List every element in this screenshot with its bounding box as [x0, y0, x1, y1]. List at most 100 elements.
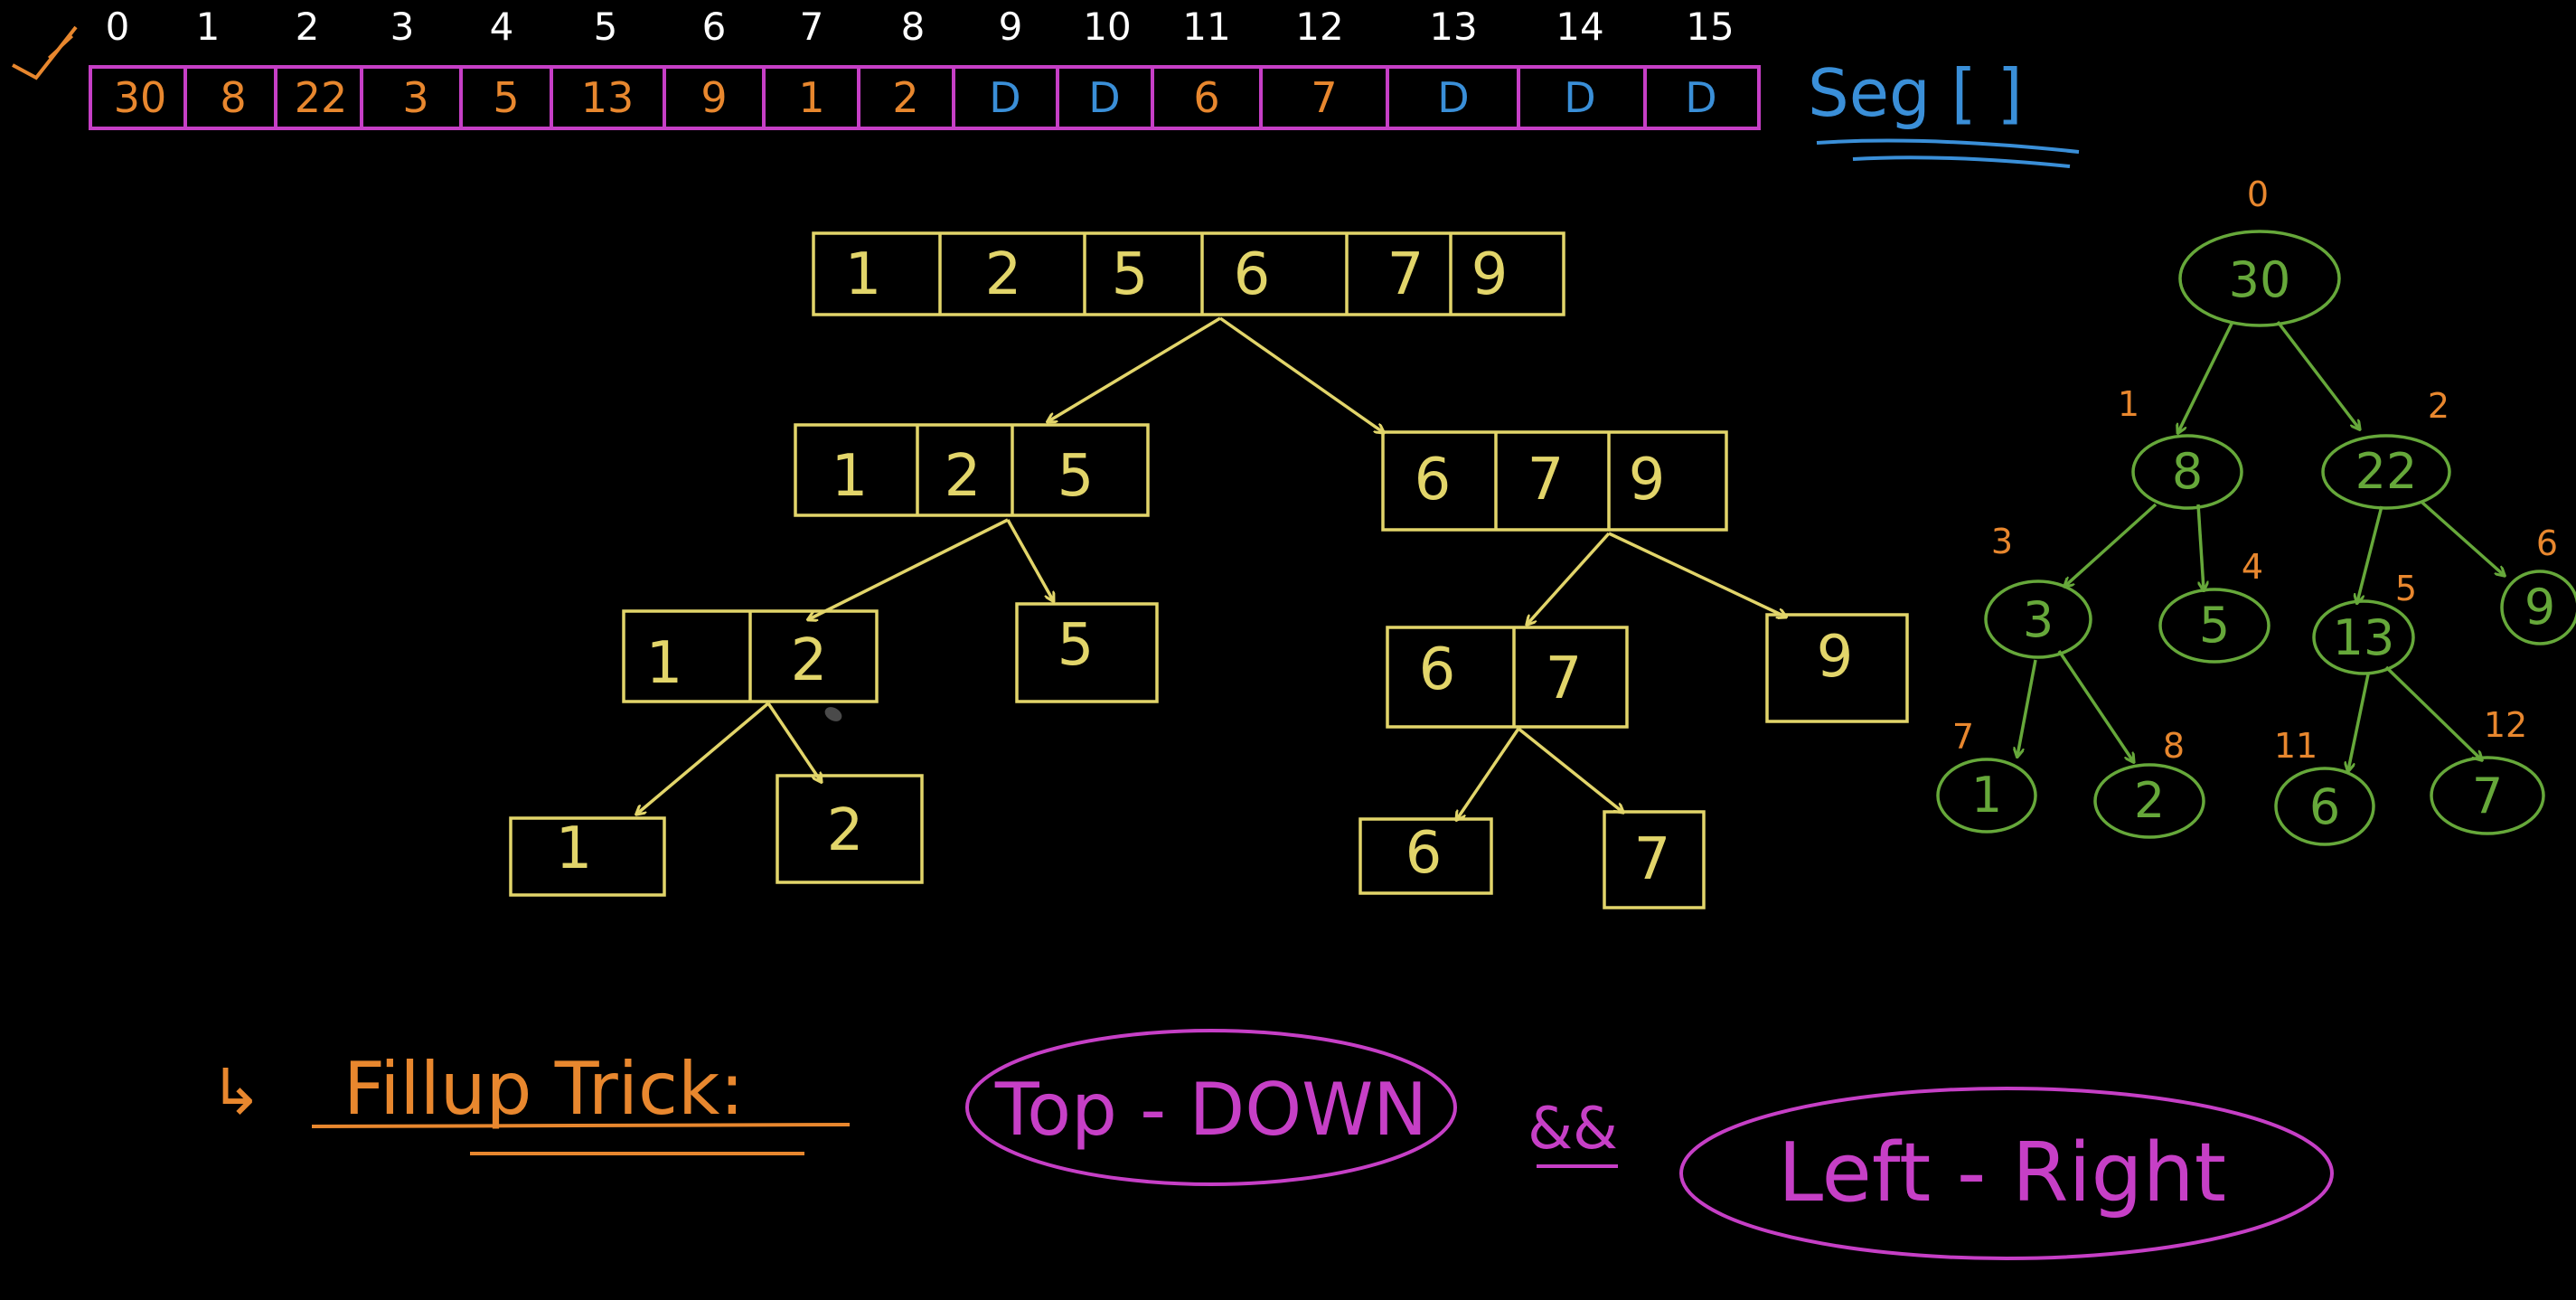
level2-element: 5 [1058, 612, 1095, 679]
node-value: 1 [1971, 767, 2002, 824]
array-cell-dummy: D [1564, 73, 1595, 122]
array-cell: 3 [402, 73, 428, 122]
caption-label: Fillup Trick: [343, 1047, 744, 1131]
segment-tree-nodes [1936, 230, 2576, 846]
level2-element: 1 [646, 630, 683, 697]
tree-node [1984, 579, 2092, 659]
array-index: 10 [1083, 5, 1131, 49]
split-tree-labels: 1 2 5 6 7 9 1 2 5 6 7 9 1 2 5 6 7 9 1 2 … [556, 241, 1854, 893]
level2-element: 6 [1419, 636, 1456, 703]
array-cell: 22 [295, 73, 348, 122]
tree-node [2158, 588, 2270, 664]
level1-element: 6 [1415, 447, 1452, 513]
level3-element: 6 [1406, 820, 1443, 887]
array-cell: 5 [493, 73, 519, 122]
level1-element: 7 [1528, 447, 1565, 513]
tree-node [2274, 767, 2375, 846]
level1-element: 9 [1629, 447, 1666, 513]
root-element: 1 [845, 241, 882, 308]
array-cell: 8 [220, 73, 246, 122]
array-index: 15 [1686, 5, 1734, 49]
seg-array: 30 8 22 3 5 13 9 1 2 D D 6 7 D D D [89, 65, 1761, 130]
split-tree [509, 231, 1909, 909]
segment-tree-indices: 0 1 2 3 4 5 6 7 8 11 12 [1952, 174, 2558, 766]
tree-node [2500, 570, 2576, 645]
level1-element: 2 [945, 443, 982, 510]
level3-element: 1 [556, 815, 593, 882]
array-index: 9 [999, 5, 1023, 49]
check-mark-icon [12, 25, 78, 80]
array-cell: 30 [114, 73, 167, 122]
level2-element: 2 [791, 627, 828, 694]
level2-element: 9 [1817, 624, 1854, 691]
array-cell-dummy: D [1437, 73, 1469, 122]
array-index: 1 [196, 5, 221, 49]
array-cell: 7 [1311, 73, 1337, 122]
node-value: 3 [2023, 591, 2054, 648]
array-index: 8 [901, 5, 926, 49]
tree-node [2093, 763, 2205, 839]
array-cell: 13 [581, 73, 635, 122]
tree-node [2178, 230, 2341, 327]
array-index: 13 [1429, 5, 1477, 49]
pen-cursor-icon [824, 707, 842, 721]
root-element: 9 [1471, 241, 1509, 308]
node-value: 8 [2172, 443, 2203, 500]
node-value: 5 [2199, 597, 2230, 654]
segment-tree-edges [2017, 320, 2504, 770]
svg-text:Seg [ ]: Seg [ ] [1808, 55, 2023, 131]
root-element: 2 [985, 241, 1022, 308]
array-index: 7 [800, 5, 824, 49]
level3-element: 7 [1634, 826, 1671, 893]
root-element: 6 [1234, 241, 1271, 308]
node-value: 7 [2472, 768, 2503, 824]
tree-node [2312, 599, 2415, 675]
tree-node [2131, 434, 2243, 510]
caption-arrow: ↳ [210, 1055, 263, 1129]
level3-element: 2 [827, 797, 864, 864]
node-value: 30 [2229, 251, 2291, 308]
root-element: 5 [1112, 241, 1149, 308]
level1-element: 5 [1058, 443, 1095, 510]
seg-array-label: Seg [ ] [1808, 55, 2080, 168]
caption-phrase-top-down: Top - DOWN [994, 1068, 1427, 1152]
array-index: 12 [1295, 5, 1343, 49]
array-index: 5 [594, 5, 618, 49]
tree-node [1936, 758, 2037, 834]
node-index: 7 [1952, 717, 1974, 757]
node-value: 22 [2355, 443, 2418, 500]
caption-phrase-left-right: Left - Right [1778, 1126, 2226, 1220]
segment-tree-values: 30 8 22 3 5 13 9 1 2 6 7 [1971, 251, 2555, 835]
array-index: 4 [490, 5, 514, 49]
tree-node [2430, 756, 2545, 835]
node-index: 11 [2274, 726, 2317, 766]
array-cell: 2 [892, 73, 918, 122]
array-index: 0 [106, 5, 130, 49]
node-index: 6 [2536, 523, 2558, 563]
array-cell: 6 [1193, 73, 1219, 122]
root-element: 7 [1387, 241, 1424, 308]
array-cell-dummy: D [989, 73, 1020, 122]
array-cell: 1 [798, 73, 824, 122]
caption: ↳ Fillup Trick: Top - DOWN && Left - Rig… [210, 1029, 2334, 1260]
node-index: 8 [2163, 726, 2185, 766]
array-index: 3 [390, 5, 415, 49]
node-value: 6 [2309, 778, 2340, 835]
node-value: 13 [2333, 609, 2395, 666]
node-index: 0 [2247, 174, 2269, 214]
node-value: 9 [2524, 579, 2555, 636]
array-index: 2 [296, 5, 320, 49]
node-value: 2 [2134, 772, 2165, 829]
array-index: 14 [1556, 5, 1603, 49]
level1-element: 1 [832, 443, 869, 510]
level2-element: 7 [1546, 645, 1583, 712]
array-cell-dummy: D [1088, 73, 1120, 122]
tree-node [2321, 434, 2451, 510]
node-index: 3 [1991, 522, 2013, 561]
caption-connector: && [1528, 1096, 1618, 1163]
node-index: 1 [2118, 384, 2139, 424]
node-index: 2 [2428, 386, 2449, 426]
index-row: 0 1 2 3 4 5 6 7 8 9 10 11 12 13 14 15 [106, 5, 1735, 49]
array-index: 6 [702, 5, 727, 49]
